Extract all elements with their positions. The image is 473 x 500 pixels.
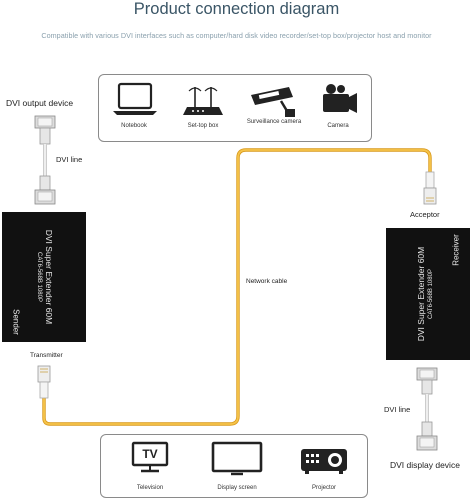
source-device-camera: Camera [307,81,369,137]
page-title: Product connection diagram [133,0,340,18]
set-top-box-icon [183,87,223,115]
display-device-label: Projector [311,485,336,491]
display-device-television: TV Television [115,441,185,495]
dvi-cable-bottom [416,367,438,451]
transmitter-rj45-plug [37,365,51,399]
receiver-spec: CAT6-568B 1080P [428,269,434,319]
projector-icon [301,449,347,474]
dvi-line-bottom-label: DVI line [384,405,411,414]
surveillance-camera-icon [251,87,295,117]
dvi-cable-top [34,115,56,205]
display-device-screen: Display screen [201,441,273,495]
dvi-output-device-label: DVI output device [6,98,74,108]
source-device-notebook: Notebook [103,81,165,137]
acceptor-label: Acceptor [410,210,440,219]
display-device-label: Display screen [217,485,257,491]
source-device-label: Camera [327,123,349,129]
dvi-display-device-label: DVI display device [390,460,460,470]
dvi-line-top-label: DVI line [56,155,83,164]
source-device-label: Set-top box [187,123,219,129]
receiver-role: Receiver [451,234,461,266]
receiver-box: DVI Super Extender 60M CAT6-568B 1080P R… [386,228,470,360]
source-device-label: Notebook [121,123,147,129]
source-device-set-top-box: Set-top box [169,81,237,137]
network-cable-label: Network cable [246,278,288,285]
source-device-surveillance-camera: Surveillance camera [241,81,307,137]
receiver-model: DVI Super Extender 60M [416,246,426,342]
display-device-projector: Projector [289,441,359,495]
sender-box: DVI Super Extender 60M CAT6-568B 1080P S… [2,212,86,342]
television-icon [131,441,169,473]
source-devices-panel: Notebook Set-top box Surveillance camera [98,74,372,142]
source-device-label: Surveillance camera [246,119,302,125]
acceptor-rj45-plug [423,171,437,205]
display-screen-icon [211,441,263,476]
display-devices-panel: TV Television Display screen Projector [100,434,368,498]
page-subtitle: Compatible with various DVI interfaces s… [41,31,432,40]
display-device-label: Television [136,485,164,491]
camera-icon [323,84,357,113]
transmitter-label: Transmitter [30,352,63,359]
television-glyph: TV [142,447,158,461]
notebook-icon [113,82,157,115]
